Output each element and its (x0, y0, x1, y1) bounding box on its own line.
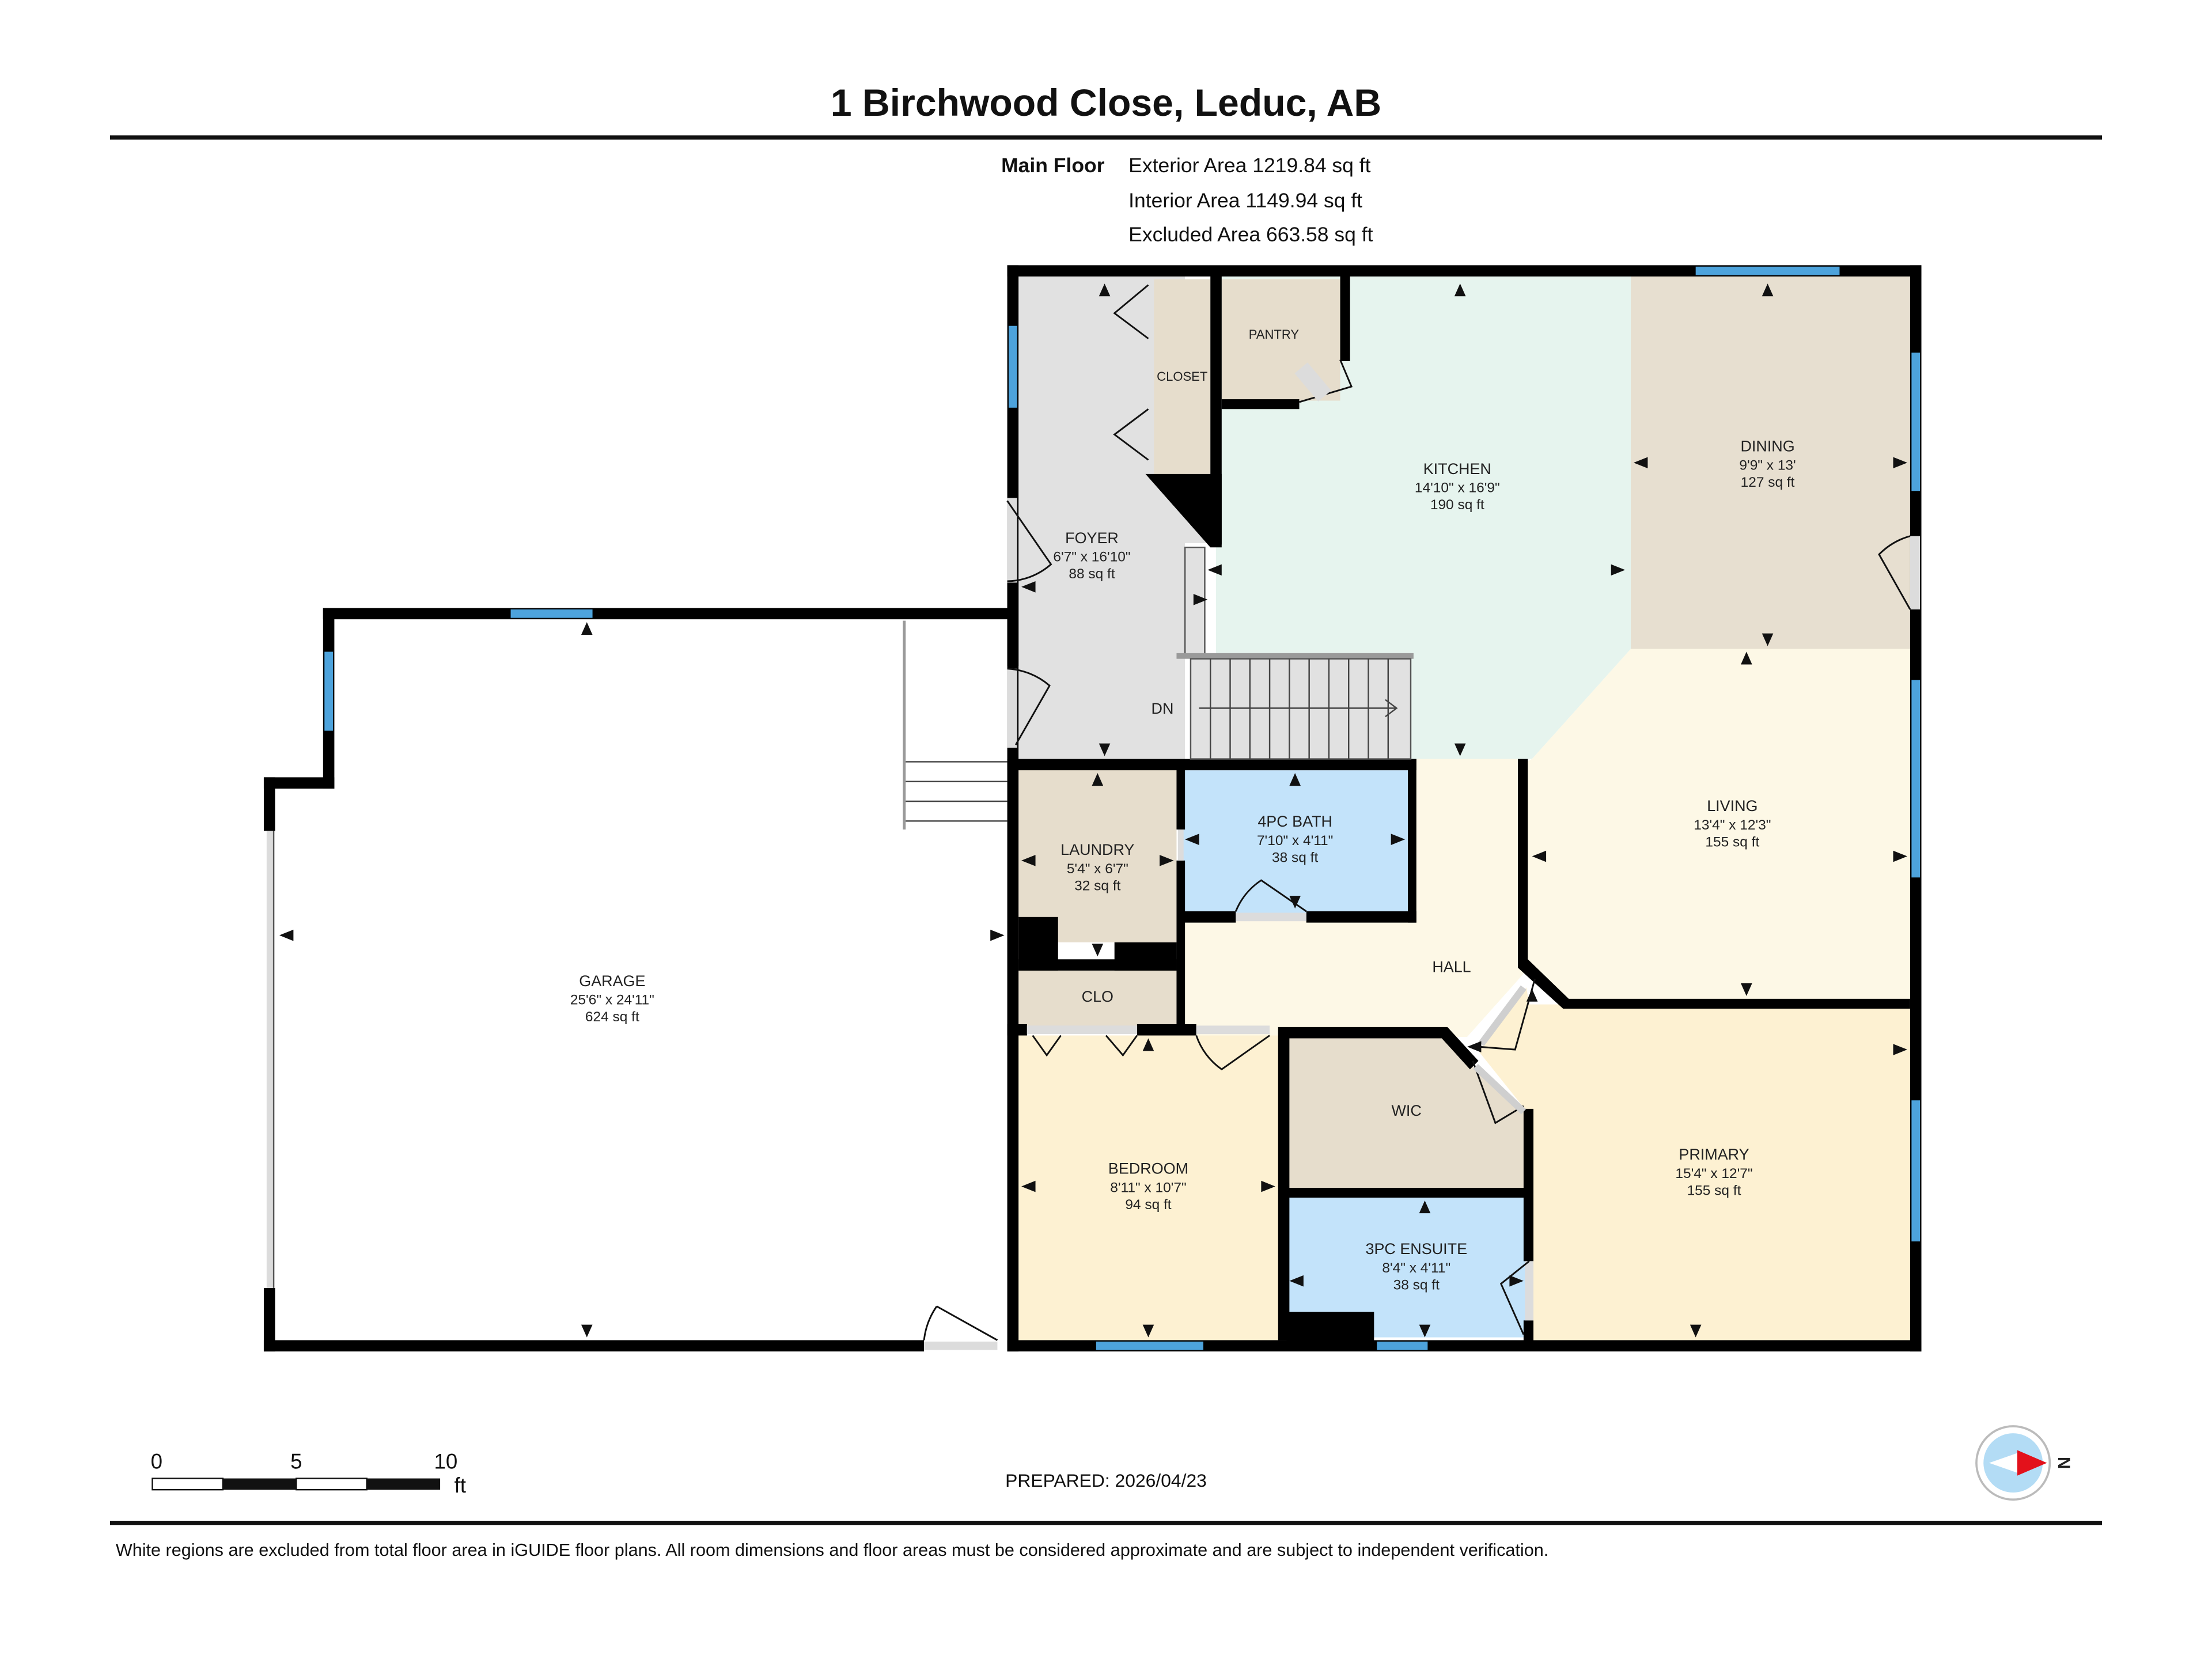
room-labels: KITCHEN 14'10" x 16'9" 190 sq ft DINING … (570, 327, 1796, 1293)
room-dims: 9'9" x 13' (1739, 458, 1796, 474)
primary-area (1478, 987, 1910, 1340)
room-name: LIVING (1707, 797, 1758, 815)
interior-area: Interior Area 1149.94 sq ft (1128, 189, 1362, 212)
room-3pc-ensuite: 3PC ENSUITE 8'4" x 4'11" 38 sq ft (1366, 1240, 1468, 1293)
laundry-area (1018, 767, 1177, 960)
stairs-down: DN (903, 546, 1414, 830)
room-dims: 8'11" x 10'7" (1110, 1180, 1186, 1195)
room-area: 32 sq ft (1074, 878, 1120, 893)
stairs-down-label: DN (1152, 700, 1174, 717)
room-dims: 25'6" x 24'11" (570, 993, 654, 1008)
bath4pc-area (1182, 770, 1411, 917)
floor-label: Main Floor (1001, 154, 1105, 177)
room-kitchen: KITCHEN 14'10" x 16'9" 190 sq ft (1415, 460, 1500, 513)
room-name: KITCHEN (1423, 460, 1491, 478)
title-divider (110, 135, 2102, 140)
wic-area (1286, 1035, 1529, 1194)
scale-unit: ft (454, 1474, 466, 1497)
room-pantry: PANTRY (1249, 327, 1300, 342)
room-area: 38 sq ft (1393, 1277, 1440, 1293)
room-dims: 6'7" x 16'10" (1053, 550, 1130, 565)
room-living: LIVING 13'4" x 12'3" 155 sq ft (1694, 797, 1771, 850)
room-area: 127 sq ft (1741, 475, 1795, 490)
room-area: 624 sq ft (585, 1009, 639, 1025)
room-primary: PRIMARY 15'4" x 12'7" 155 sq ft (1675, 1146, 1752, 1198)
dining-area (1631, 276, 1910, 649)
room-area: 155 sq ft (1687, 1183, 1741, 1198)
room-dims: 5'4" x 6'7" (1067, 861, 1128, 877)
scale-bar: 0 5 10 ft (151, 1449, 466, 1497)
compass-north-label: N (2054, 1457, 2073, 1469)
room-closet: CLOSET (1157, 369, 1207, 384)
room-name: PRIMARY (1679, 1146, 1749, 1163)
excluded-area: Excluded Area 663.58 sq ft (1128, 223, 1373, 246)
room-dims: 7'10" x 4'11" (1257, 833, 1333, 849)
room-bedroom: BEDROOM 8'11" x 10'7" 94 sq ft (1108, 1160, 1188, 1213)
living-area (1526, 649, 1910, 1005)
room-name: BEDROOM (1108, 1160, 1188, 1177)
room-name: 3PC ENSUITE (1366, 1240, 1468, 1257)
room-dims: 13'4" x 12'3" (1694, 817, 1771, 833)
dimension-arrows (279, 283, 1908, 1338)
room-name: DINING (1740, 438, 1794, 455)
scale-tick-10: 10 (434, 1449, 457, 1473)
walls (263, 265, 1922, 1352)
room-area: 88 sq ft (1069, 566, 1115, 582)
room-name: 4PC BATH (1257, 813, 1332, 830)
room-dims: 15'4" x 12'7" (1675, 1166, 1752, 1181)
room-dims: 8'4" x 4'11" (1382, 1260, 1450, 1276)
doors (266, 284, 1921, 1350)
room-area: 155 sq ft (1705, 834, 1759, 850)
room-hall: HALL (1432, 958, 1471, 975)
bedroom-area (1018, 1035, 1281, 1340)
scale-tick-5: 5 (290, 1449, 302, 1473)
room-name: LAUNDRY (1060, 841, 1134, 858)
room-4pc-bath: 4PC BATH 7'10" x 4'11" 38 sq ft (1257, 813, 1333, 865)
windows (324, 266, 1921, 1350)
room-area: 38 sq ft (1272, 850, 1318, 865)
room-area: 190 sq ft (1430, 497, 1484, 513)
north-compass-icon: N (1975, 1425, 2073, 1501)
room-name: FOYER (1065, 529, 1119, 547)
room-clo: CLO (1082, 988, 1113, 1005)
exterior-area: Exterior Area 1219.84 sq ft (1128, 154, 1370, 177)
room-dining: DINING 9'9" x 13' 127 sq ft (1739, 438, 1796, 490)
room-wic: WIC (1391, 1102, 1421, 1119)
footer-divider (110, 1521, 2102, 1525)
prepared-date: PREPARED: 2026/04/23 (1005, 1470, 1207, 1491)
room-foyer: FOYER 6'7" x 16'10" 88 sq ft (1053, 529, 1130, 582)
room-dims: 14'10" x 16'9" (1415, 480, 1500, 496)
clo-area (1018, 970, 1177, 1030)
closet-area (1154, 279, 1211, 474)
scale-tick-0: 0 (151, 1449, 162, 1473)
room-laundry: LAUNDRY 5'4" x 6'7" 32 sq ft (1060, 841, 1134, 893)
room-name: GARAGE (579, 972, 645, 990)
page-title: 1 Birchwood Close, Leduc, AB (831, 82, 1381, 124)
room-garage: GARAGE 25'6" x 24'11" 624 sq ft (570, 972, 654, 1025)
footer-disclaimer: White regions are excluded from total fl… (116, 1540, 1548, 1560)
room-area: 94 sq ft (1125, 1197, 1171, 1213)
